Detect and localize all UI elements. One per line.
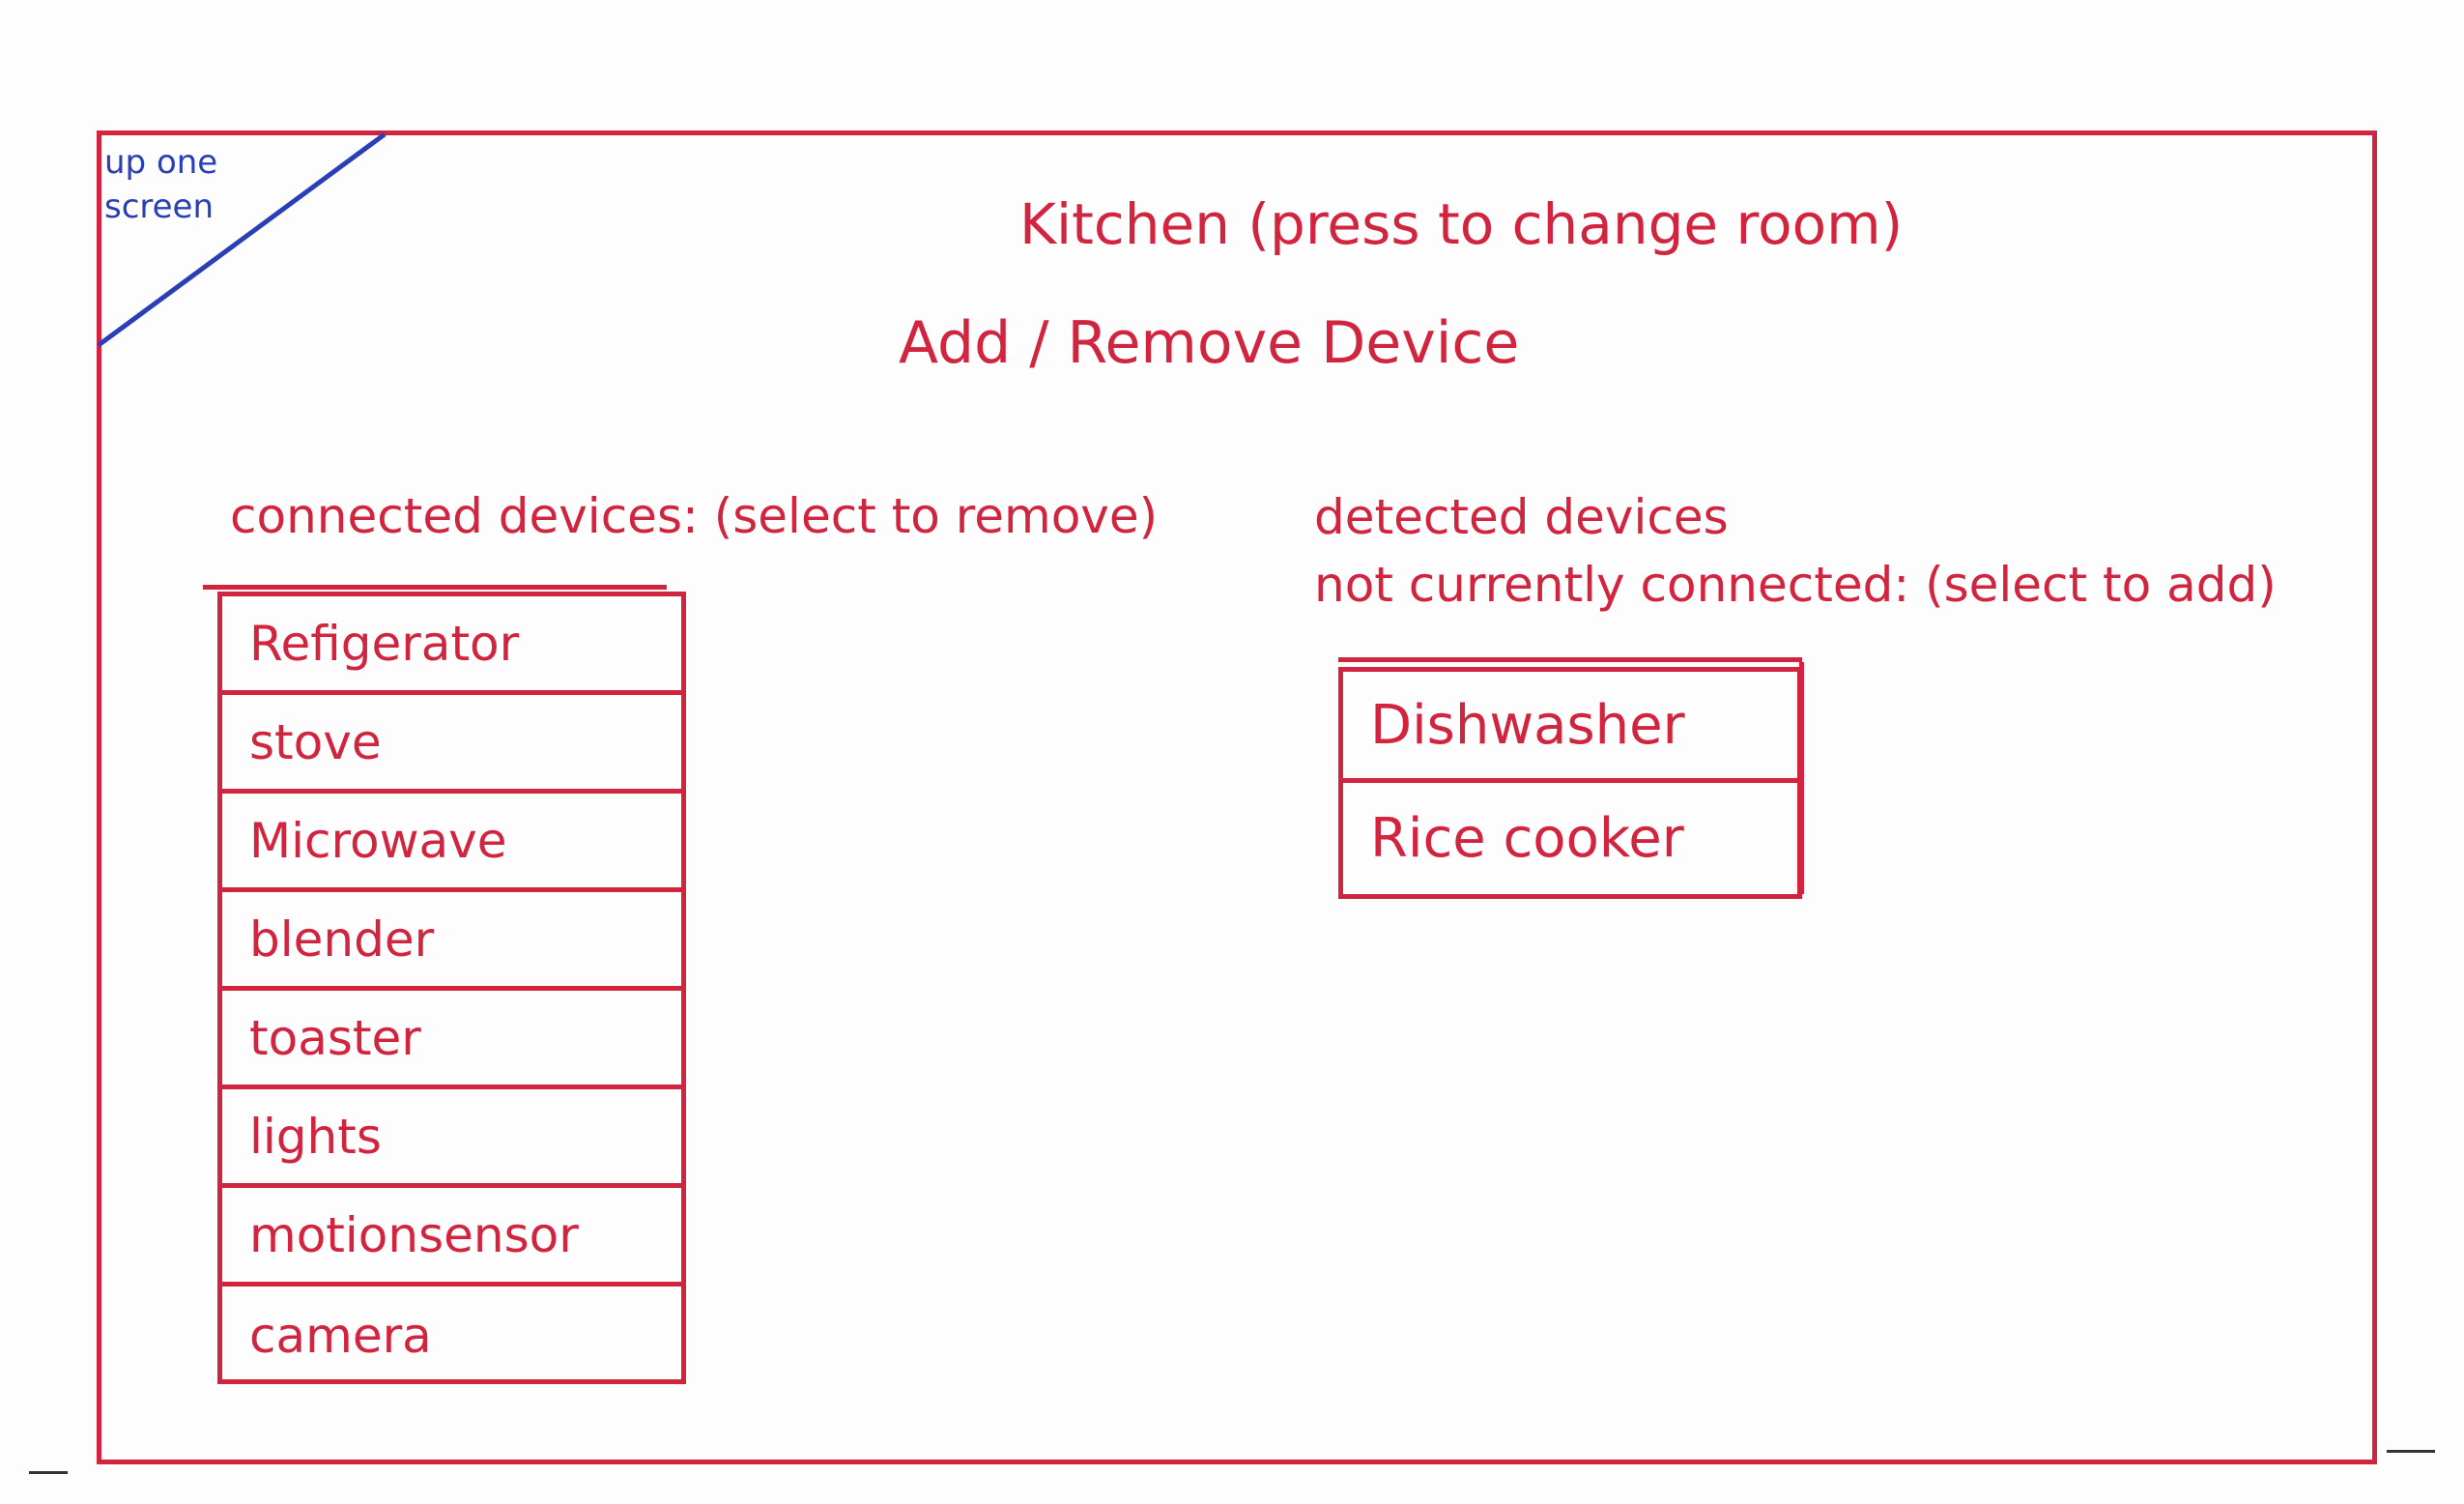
page-title: Add / Remove Device [899, 309, 1520, 377]
screen-frame [97, 130, 2377, 1464]
detected-list-top-edge [1338, 657, 1802, 662]
list-item-rice-cooker[interactable]: Rice cooker [1370, 807, 1684, 870]
paper-mark-right [2387, 1450, 2435, 1453]
list-item-dishwasher[interactable]: Dishwasher [1343, 672, 1797, 783]
detected-devices-heading-line2: not currently connected: (select to add) [1314, 557, 2277, 613]
list-item-stove[interactable]: stove [222, 695, 681, 794]
list-item-toaster[interactable]: toaster [222, 991, 681, 1089]
list-item-microwave[interactable]: Microwave [222, 794, 681, 892]
connected-devices-heading: connected devices: (select to remove) [230, 488, 1159, 544]
up-one-screen-label: up one screen [104, 143, 218, 226]
corner-divider-icon [97, 131, 387, 348]
list-item-camera[interactable]: camera [249, 1308, 432, 1364]
list-item-lights[interactable]: lights [222, 1089, 681, 1188]
list-item-blender[interactable]: blender [222, 892, 681, 991]
detected-devices-list: Dishwasher Rice cooker [1338, 667, 1802, 899]
paper-mark-left [29, 1471, 68, 1474]
detected-devices-heading: detected devices not currently connected… [1314, 483, 2277, 619]
connected-list-top-edge [203, 585, 667, 590]
detected-devices-heading-line1: detected devices [1314, 489, 1729, 545]
room-selector[interactable]: Kitchen (press to change room) [1019, 191, 1904, 257]
list-item-refrigerator[interactable]: Refigerator [222, 596, 681, 695]
connected-devices-list: Refigerator stove Microwave blender toas… [217, 592, 686, 1384]
up-one-screen-button[interactable]: up one screen [97, 130, 387, 348]
list-item-motionsensor[interactable]: motionsensor [222, 1188, 681, 1287]
